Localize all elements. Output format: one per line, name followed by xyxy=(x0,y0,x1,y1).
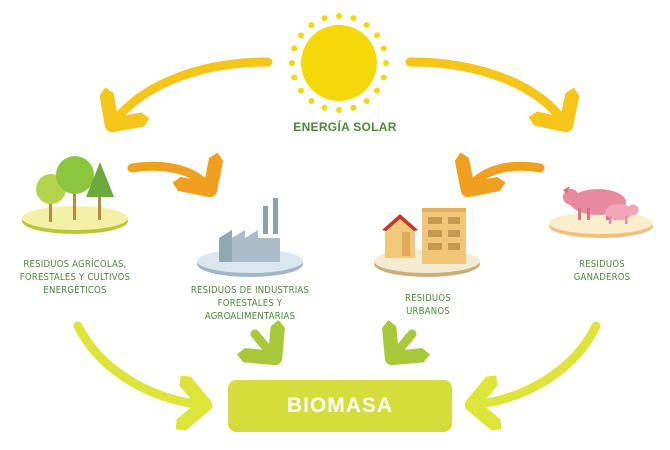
sun-ray-dot xyxy=(383,60,389,66)
sun-ray-dot xyxy=(289,60,295,66)
sun-ray-dot xyxy=(380,74,387,81)
sun-ray-dot xyxy=(298,87,304,94)
label-residuos-ganaderos: RESIDUOS GANADEROS xyxy=(573,259,631,283)
sun-ray-dot xyxy=(374,87,380,94)
label-residuos-agricolas: RESIDUOS AGRÍCOLAS, FORESTALES Y CULTIVO… xyxy=(19,259,131,296)
sun-ray-dot xyxy=(363,22,370,28)
sun-ray-dot xyxy=(308,98,315,104)
arrow-ganaderos-to-urbanos xyxy=(468,166,545,190)
sun-ray-dot xyxy=(321,104,328,111)
arrow-agricola-to-industrias xyxy=(127,166,210,190)
trees-icon xyxy=(22,156,128,234)
sun-ray-dot xyxy=(374,32,380,39)
sun-ray-dot xyxy=(363,98,370,104)
sun-ray-dot xyxy=(350,15,357,22)
buildings-icon xyxy=(374,208,480,277)
solar-energy-label: ENERGÍA SOLAR xyxy=(293,120,397,134)
biomasa-label: BIOMASA xyxy=(286,394,394,417)
sun-ray-dot xyxy=(291,45,298,52)
factory-icon xyxy=(197,198,303,277)
sun-ray-dot xyxy=(321,15,328,22)
sun-ray-dot xyxy=(298,32,304,39)
sun-ray-dot xyxy=(336,13,342,19)
arrow-sun-to-ganaderos xyxy=(405,57,566,125)
arrow-industrias-to-biomasa xyxy=(255,334,275,358)
arrow-sun-to-agricola xyxy=(112,57,273,125)
sun-ray-dot xyxy=(336,107,342,113)
biomasa-box: BIOMASA xyxy=(228,380,452,432)
sun-ray-dot xyxy=(291,74,298,81)
sun-ray-dot xyxy=(380,45,387,52)
label-residuos-urbanos: RESIDUOS URBANOS xyxy=(405,293,451,317)
arrow-agricola-to-biomasa xyxy=(73,321,205,405)
sun-ray-dot xyxy=(350,104,357,111)
pigs-icon xyxy=(549,186,653,238)
sun-ray-dot xyxy=(308,22,315,28)
sun-icon xyxy=(289,13,389,113)
arrow-urbanos-to-biomasa xyxy=(392,334,412,358)
label-residuos-industrias: RESIDUOS DE INDUSTRIAS FORESTALES Y AGRO… xyxy=(190,285,310,322)
arrow-ganaderos-to-biomasa xyxy=(472,321,601,405)
